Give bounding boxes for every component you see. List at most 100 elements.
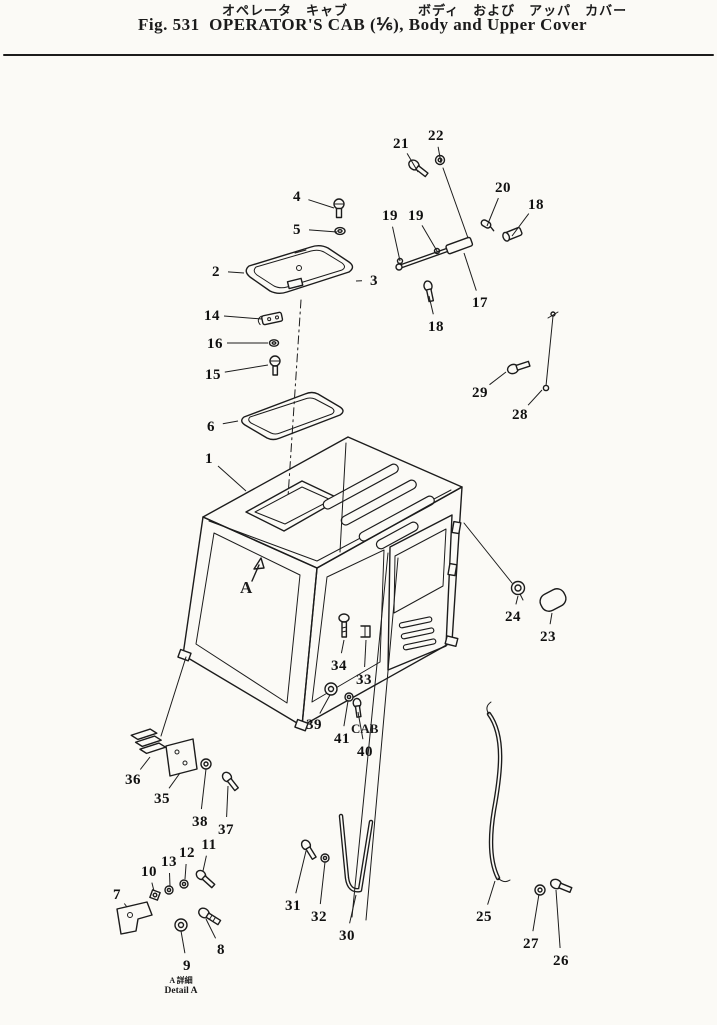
part-label-31: 31 [285, 898, 301, 914]
leader-line-18 [428, 295, 434, 315]
washer-27 [534, 884, 546, 896]
part-label-39: 39 [306, 717, 322, 733]
leader-line-2 [227, 271, 245, 274]
detail-a-japanese: A 詳細 [169, 976, 193, 985]
part-label-2: 2 [212, 264, 220, 280]
part-label-7: 7 [113, 887, 121, 903]
part-label-3: 3 [370, 273, 378, 289]
leader-line-18 [511, 213, 530, 237]
diagram-linework [3, 54, 714, 935]
rod-28 [542, 311, 559, 392]
view-a-arrow [251, 557, 265, 582]
part-label-37: 37 [218, 822, 234, 838]
part-label-15: 15 [205, 367, 221, 383]
leader-line-20 [486, 197, 499, 227]
part-label-16: 16 [207, 336, 223, 352]
part-label-41: 41 [334, 731, 350, 747]
bolt-26 [549, 878, 573, 894]
reference-line [160, 656, 187, 737]
washer-38 [200, 758, 212, 770]
bolt-4 [333, 198, 345, 219]
leader-line-25 [487, 880, 496, 905]
leader-line-37 [226, 785, 229, 818]
leader-line-8 [205, 918, 217, 939]
plate-35 [165, 738, 198, 777]
japanese-title: オペレータ キャブ ボディ および アッパ カバー [222, 3, 628, 18]
leader-line-15 [224, 364, 269, 373]
washer-32 [320, 853, 330, 863]
leader-line-26 [555, 889, 561, 949]
part-label-34: 34 [331, 658, 347, 674]
part-label-22: 22 [428, 128, 444, 144]
part-label-20: 20 [495, 180, 511, 196]
part-label-21: 21 [393, 136, 409, 152]
leader-line-29 [489, 371, 507, 386]
clip-33 [360, 625, 371, 638]
strut-axis-line [442, 167, 469, 239]
bolt-15 [269, 355, 281, 376]
bracket-36 [130, 728, 167, 755]
rod-25 [486, 701, 511, 883]
leader-line-24 [515, 595, 519, 605]
leader-line-1 [217, 465, 247, 492]
view-a-marker: A [240, 578, 253, 597]
leader-line-41 [343, 700, 349, 727]
leader-line-33 [364, 639, 367, 668]
leader-line-31 [295, 850, 307, 894]
leader-line-27 [532, 893, 540, 932]
gas-strut [395, 236, 474, 271]
leader-line-5 [308, 229, 338, 233]
leader-line-23 [549, 612, 553, 625]
leader-line-21 [406, 153, 419, 173]
hinge-14 [257, 311, 284, 326]
bolt-18-right [502, 226, 523, 242]
washer-12 [179, 879, 189, 889]
part-label-35: 35 [154, 791, 170, 807]
leader-line-13 [169, 872, 171, 887]
part-label-40: 40 [357, 744, 373, 760]
part-label-1: 1 [205, 451, 213, 467]
bolt-34 [338, 613, 350, 638]
leader-line-9 [180, 930, 186, 954]
leader-line-28 [527, 389, 543, 406]
washer-39 [324, 682, 338, 696]
cab-note: CAB [351, 721, 379, 736]
leader-line-11 [202, 855, 207, 872]
leader-line-39 [319, 694, 331, 714]
cab-body [177, 436, 463, 732]
leader-line-32 [319, 861, 326, 905]
hatch-seal [241, 391, 344, 441]
part-label-17: 17 [472, 295, 488, 311]
bolt-8 [198, 907, 222, 926]
leader-line-22 [437, 146, 442, 164]
clip-20 [480, 219, 495, 232]
part-label-4: 4 [293, 189, 301, 205]
rod-30 [338, 813, 374, 893]
reference-line [351, 552, 389, 918]
part-label-26: 26 [553, 953, 569, 969]
leader-line-30 [349, 894, 357, 924]
part-label-36: 36 [125, 772, 141, 788]
washer-24 [510, 580, 526, 601]
leader-line-14 [223, 315, 263, 320]
part-label-38: 38 [192, 814, 208, 830]
figure-title: Fig. 531 OPERATOR'S CAB (⅙), Body and Up… [138, 15, 588, 34]
part-label-6: 6 [207, 419, 215, 435]
part-label-19: 19 [382, 208, 398, 224]
part-label-14: 14 [204, 308, 220, 324]
part-label-30: 30 [339, 928, 355, 944]
bolt-40 [352, 697, 362, 718]
washer-5 [334, 226, 346, 236]
bolt-18-center [423, 280, 435, 303]
bolt-11 [195, 869, 216, 889]
hatch-cover [245, 245, 354, 294]
part-label-19: 19 [408, 208, 424, 224]
part-label-18: 18 [428, 319, 444, 335]
leader-line-17 [463, 252, 477, 291]
leader-line-7 [123, 903, 128, 908]
part-label-33: 33 [356, 672, 372, 688]
part-label-5: 5 [293, 222, 301, 238]
leader-line-36 [139, 756, 151, 770]
part-label-10: 10 [141, 864, 157, 880]
